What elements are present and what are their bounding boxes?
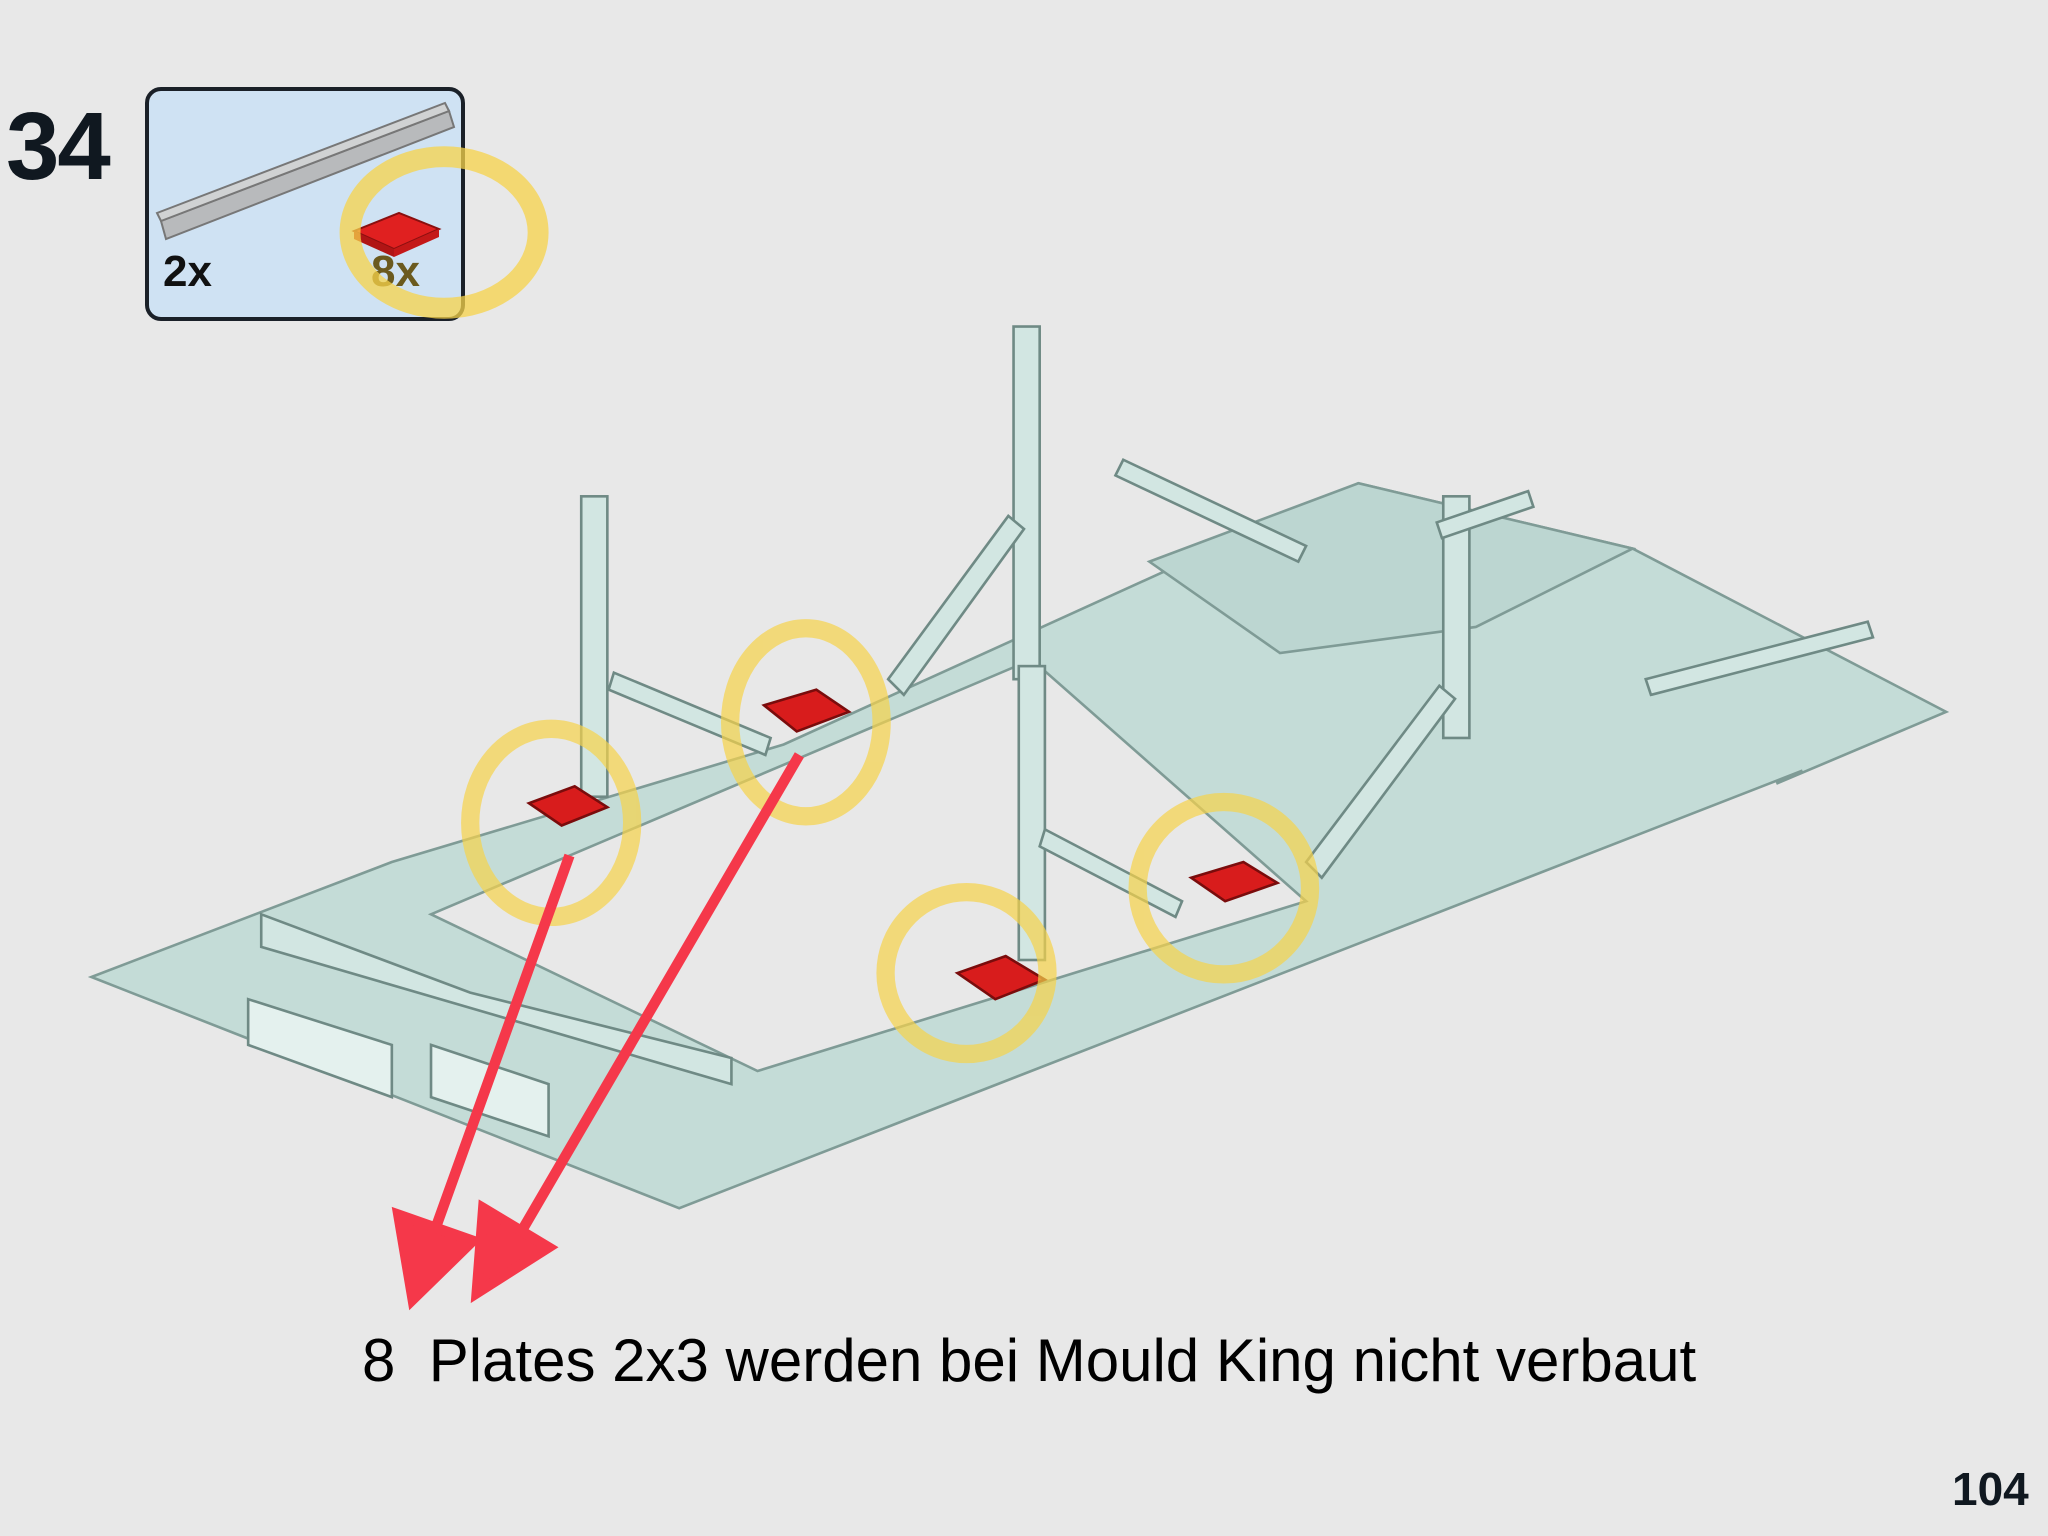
parts-list-box: 2x 8x [145,87,465,321]
annotation-caption: 8 Plates 2x3 werden bei Mould King nicht… [362,1327,1697,1394]
highlight-circles [461,619,1320,1064]
red-plate-icon [351,211,442,257]
page-number: 104 [1952,1463,2029,1515]
upper-platform [1146,481,1637,655]
red-plates [526,688,1281,1001]
parts-illustration [155,101,456,257]
step-number: 34 [6,93,111,200]
technic-beams [246,325,1875,1139]
red-arrows [391,752,804,1311]
highlight-circle [339,146,549,319]
brick-quantity: 2x [163,247,212,296]
technic-brick-icon [155,101,456,241]
